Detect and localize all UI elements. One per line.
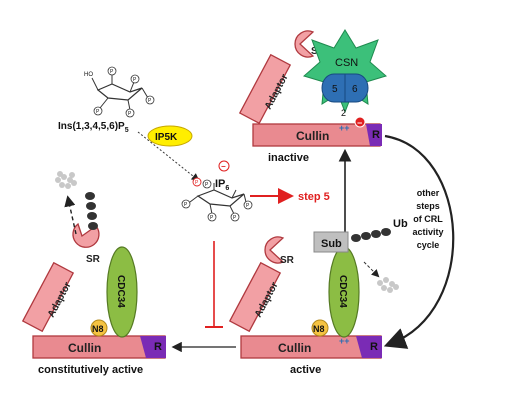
r-label-inactive: R	[372, 129, 380, 141]
active-complex: Cullin R ++ Adaptor SR CDC34 N8 Sub Ub	[228, 218, 408, 376]
rbx-purple-active	[356, 336, 382, 358]
ho-label: HO	[84, 72, 93, 78]
p-label: P	[246, 203, 250, 209]
substrate-box	[313, 231, 349, 253]
csn-label: CSN	[335, 57, 358, 69]
n8-constitutive	[90, 319, 108, 337]
p-label: P	[133, 77, 137, 83]
cdc34-constitutive	[106, 246, 138, 338]
cullin-label-active: Cullin	[278, 341, 311, 355]
r-label-active: R	[370, 341, 378, 353]
degraded-fragments-constitutive	[55, 171, 77, 189]
p-label: P	[233, 215, 237, 221]
state-active: active	[290, 364, 321, 376]
ip6-minus-label: −	[221, 162, 226, 171]
adaptor-inactive	[238, 53, 292, 125]
other-steps-line-1: other	[417, 188, 440, 198]
csn5-label: 5	[332, 84, 338, 95]
other-steps-line-4: activity	[412, 227, 443, 237]
plus-label-active: ++	[339, 336, 350, 346]
p-label: P	[205, 182, 209, 188]
ub-label: Ub	[393, 218, 408, 230]
sr-active	[264, 236, 285, 264]
p-label: P	[96, 109, 100, 115]
degraded-fragments-active	[377, 277, 399, 293]
other-steps-label: other steps of CRL activity cycle	[412, 188, 443, 250]
cdc34-label-constitutive: CDC34	[115, 275, 126, 308]
r-label-constitutive: R	[154, 341, 162, 353]
cdc34-label-active: CDC34	[337, 275, 348, 308]
ub-chain-active	[351, 228, 391, 242]
state-inactive: inactive	[268, 152, 309, 164]
sr-label-active: SR	[280, 255, 295, 266]
rbx-purple-inactive	[366, 124, 382, 146]
csn2-label: 2	[341, 108, 346, 118]
p-label: P	[195, 180, 199, 186]
plus-label-inactive: ++	[339, 123, 350, 133]
sub-label: Sub	[321, 238, 342, 250]
degradation-arrow-constitutive	[64, 195, 77, 235]
step5-label: step 5	[298, 191, 330, 203]
ins-p5-label: Ins(1,3,4,5,6)P5	[58, 121, 129, 134]
csn6-label: 6	[352, 84, 358, 95]
minus-label-inactive: −	[357, 118, 362, 128]
cullin-label-inactive: Cullin	[296, 129, 329, 143]
p-label: P	[148, 98, 152, 104]
n8-label-active: N8	[313, 324, 325, 334]
ip6-label: IP6	[215, 178, 229, 192]
p-label: P	[184, 202, 188, 208]
n8-label-constitutive: N8	[92, 324, 104, 334]
p-label: P	[128, 111, 132, 117]
ip5k-enzyme	[147, 125, 193, 147]
ip5k-conversion-arrow	[137, 131, 200, 182]
p-label: P	[110, 69, 114, 75]
sr-inactive	[294, 30, 315, 58]
inactive-complex: Cullin R ++ Adaptor SR CSN 5 6 2 − inact…	[238, 29, 388, 164]
csn5-subunit	[321, 73, 346, 103]
state-constitutively-active: constitutively active	[38, 364, 143, 376]
other-steps-line-2: steps	[416, 201, 440, 211]
ip6-molecule: P P P P P P −	[181, 160, 253, 222]
csn6-subunit	[344, 73, 369, 103]
rbx-purple-constitutive	[140, 336, 166, 358]
constitutive-complex: Cullin R Adaptor SR CDC34 N8 constitutiv…	[21, 171, 166, 376]
minus-charge-inactive	[354, 116, 366, 128]
other-steps-line-5: cycle	[417, 240, 440, 250]
other-steps-curved-arrow	[383, 134, 455, 349]
adaptor-active	[228, 261, 282, 333]
n8-active	[311, 319, 329, 337]
degradation-arrow-active	[363, 261, 380, 278]
sr-label-constitutive: SR	[86, 254, 101, 265]
p-label: P	[210, 215, 214, 221]
ins-p5-molecule: HO P P P P P	[84, 66, 155, 118]
ip5k-label: IP5K	[155, 132, 178, 143]
other-steps-line-3: of CRL	[413, 214, 443, 224]
ub-chain-constitutive	[85, 192, 98, 230]
adaptor-constitutive	[21, 261, 75, 333]
cullin-label-constitutive: Cullin	[68, 341, 101, 355]
